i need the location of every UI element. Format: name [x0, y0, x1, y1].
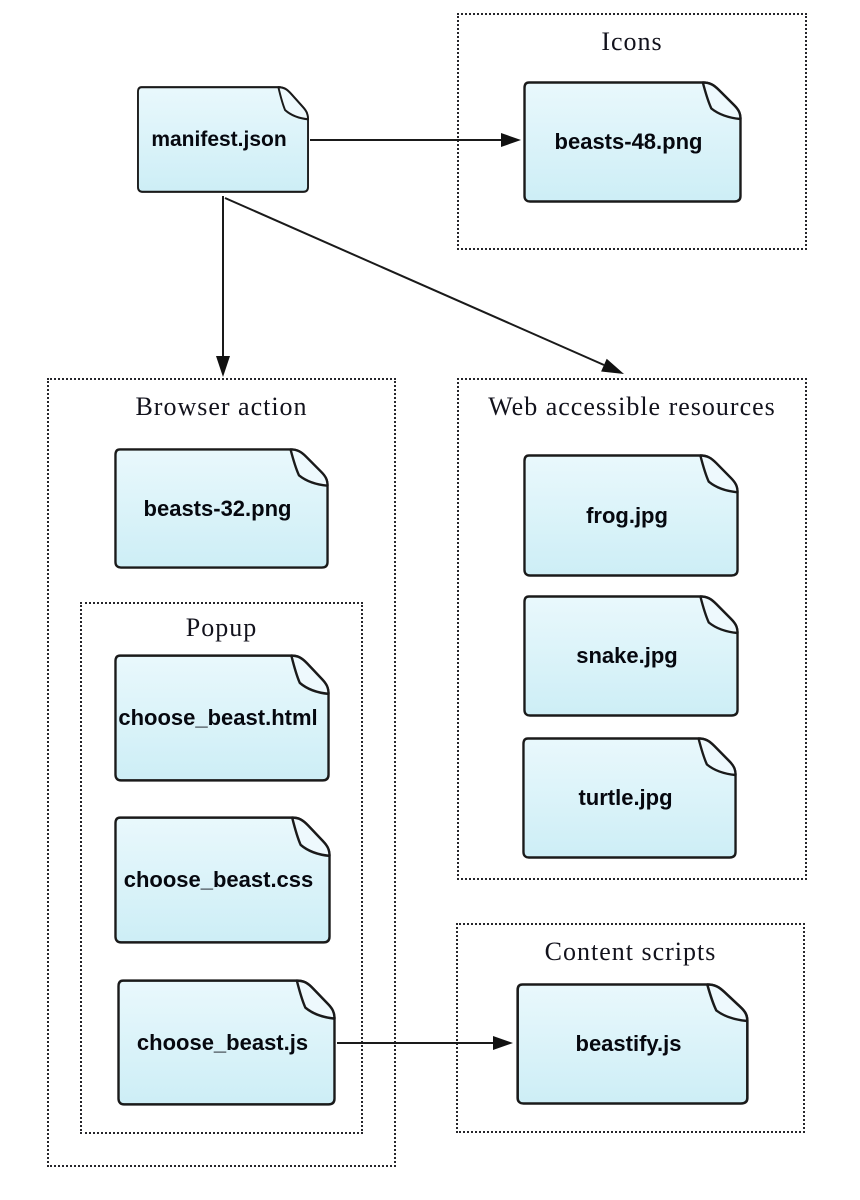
- file-label: choose_beast.css: [123, 867, 314, 892]
- group-content-scripts: Content scripts beastify.js: [456, 923, 805, 1133]
- file-beasts-32-png: beasts-32.png: [113, 447, 330, 570]
- document-icon: [114, 448, 329, 569]
- group-popup: Popup choose_beast.html choose_beast.css: [80, 602, 363, 1134]
- document-icon: [523, 454, 739, 577]
- file-frog-jpg: frog.jpg: [522, 453, 740, 578]
- document-icon: [523, 81, 742, 203]
- group-browser-action: Browser action beasts-32.png Popup choos…: [47, 378, 396, 1167]
- file-choose-beast-css: choose_beast.css: [113, 815, 332, 945]
- file-label: manifest.json: [151, 127, 287, 151]
- file-choose-beast-html: choose_beast.html: [113, 653, 331, 783]
- group-title-content-scripts: Content scripts: [544, 937, 717, 966]
- file-snake-jpg: snake.jpg: [522, 594, 740, 718]
- file-choose-beast-js: choose_beast.js: [116, 978, 337, 1107]
- group-title-icons: Icons: [601, 27, 663, 56]
- file-label: turtle.jpg: [578, 785, 673, 810]
- document-icon: [114, 816, 331, 944]
- group-web-accessible-resources: Web accessible resources frog.jpg snake.…: [457, 378, 807, 880]
- file-manifest-json: manifest.json: [136, 85, 310, 194]
- group-title-web-accessible-resources: Web accessible resources: [488, 392, 776, 421]
- group-icons: Icons beasts-48.png: [457, 13, 807, 250]
- file-beasts-48-png: beasts-48.png: [522, 80, 743, 204]
- file-beastify-js: beastify.js: [515, 982, 750, 1106]
- document-icon: [117, 979, 336, 1106]
- arrow-manifest-to-browser-action: [216, 196, 230, 377]
- file-label: beastify.js: [575, 1031, 682, 1056]
- document-icon: [523, 595, 739, 717]
- file-label: choose_beast.html: [118, 705, 318, 730]
- document-icon: [137, 86, 309, 193]
- file-label: frog.jpg: [586, 502, 668, 528]
- document-icon: [114, 654, 330, 782]
- file-label: choose_beast.js: [136, 1029, 309, 1055]
- document-icon: [516, 983, 749, 1105]
- file-turtle-jpg: turtle.jpg: [521, 736, 738, 860]
- file-label: beasts-32.png: [143, 495, 292, 521]
- group-title-popup: Popup: [185, 613, 258, 642]
- group-title-browser-action: Browser action: [135, 392, 308, 421]
- document-icon: [522, 737, 737, 859]
- file-label: snake.jpg: [576, 643, 678, 668]
- file-label: beasts-48.png: [554, 129, 703, 154]
